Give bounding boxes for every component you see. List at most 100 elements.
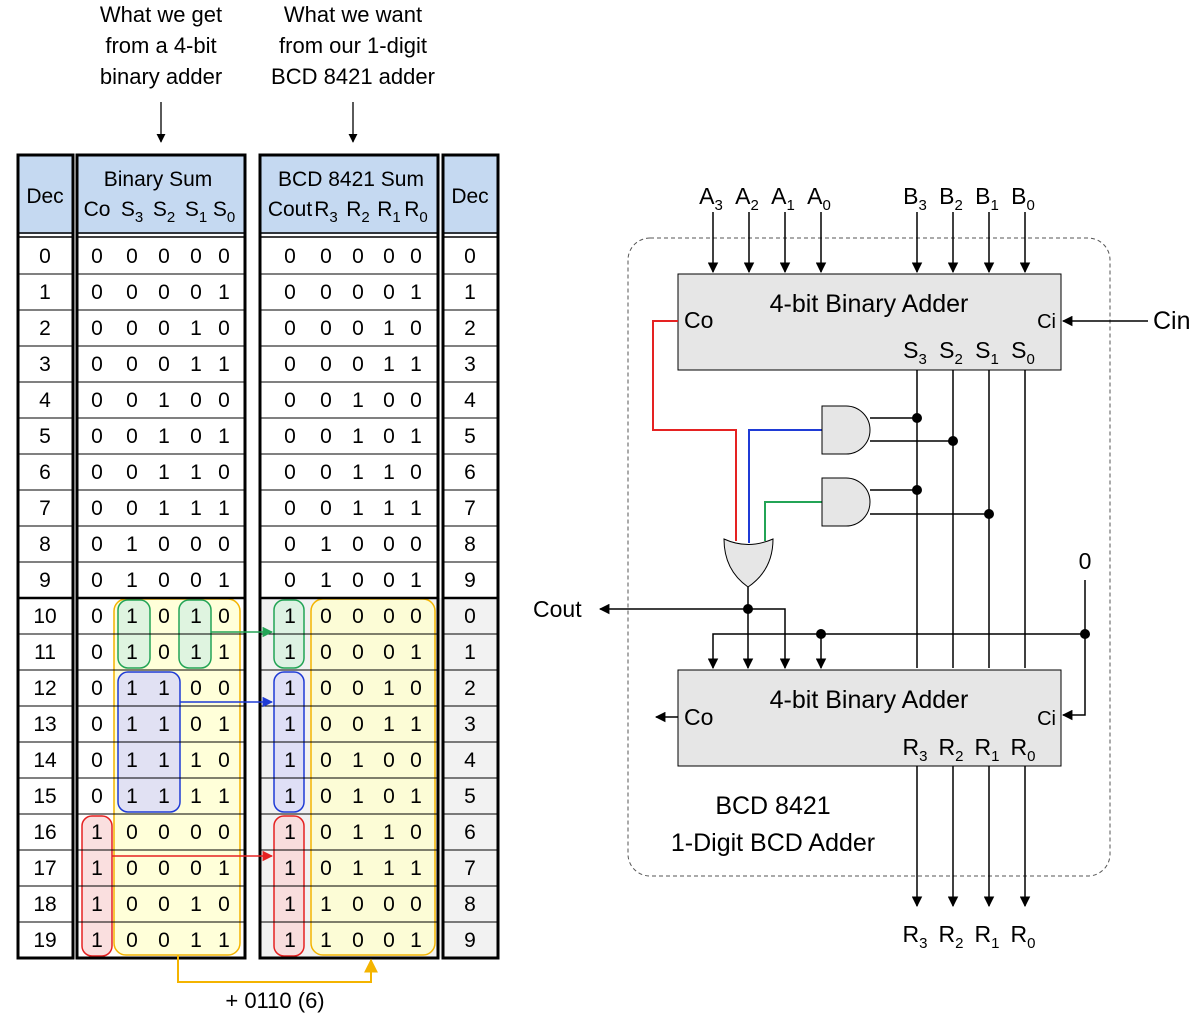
binary-bit-cell: 1 xyxy=(218,713,230,736)
bcd-bit-cell: 0 xyxy=(352,281,364,304)
binary-bit-cell: 0 xyxy=(218,749,230,772)
bcd-bit-cell: 0 xyxy=(320,785,332,808)
bcd-dec-cell: 6 xyxy=(464,821,476,844)
binary-bit-cell: 1 xyxy=(218,857,230,880)
bcd-bit-cell: 0 xyxy=(352,353,364,376)
wire-junction-dot xyxy=(984,509,994,519)
binary-bit-cell: 1 xyxy=(158,425,170,448)
bcd-bit-cell: 1 xyxy=(284,821,296,844)
bcd-bit-cell: 0 xyxy=(320,461,332,484)
bcd-bit-cell: 0 xyxy=(320,245,332,268)
binary-bit-cell: 1 xyxy=(91,929,103,952)
binary-bit-cell: 1 xyxy=(158,461,170,484)
bcd-bit-cell: 0 xyxy=(383,605,395,628)
binary-bit-cell: 0 xyxy=(190,245,202,268)
binary-bit-cell: 0 xyxy=(218,605,230,628)
bcd-bit-cell: 0 xyxy=(410,605,422,628)
table-section-frame xyxy=(258,153,440,960)
bcd-bit-cell: 0 xyxy=(284,389,296,412)
bcd-bit-cell: 1 xyxy=(284,605,296,628)
table-header-cell xyxy=(260,155,438,234)
dec-cell: 0 xyxy=(39,245,51,268)
binary-bit-cell: 0 xyxy=(91,425,103,448)
or-to-adder2-wire xyxy=(748,608,791,670)
bcd-bit-cell: 1 xyxy=(352,749,364,772)
final-output-label: R2 xyxy=(939,921,964,952)
binary-bit-cell: 1 xyxy=(218,353,230,376)
adder-1-sum-pin: S1 xyxy=(975,337,999,368)
block-label-line: 1-Digit BCD Adder xyxy=(671,829,875,857)
binary-bit-cell: 0 xyxy=(190,425,202,448)
binary-bit-cell: 0 xyxy=(218,317,230,340)
bcd-bit-cell: 0 xyxy=(352,641,364,664)
binary-bit-cell: 1 xyxy=(190,641,202,664)
binary-bit-cell: 0 xyxy=(190,713,202,736)
binary-bit-cell: 1 xyxy=(126,605,138,628)
input-b-label: B1 xyxy=(975,183,999,214)
bcd-bit-cell: 1 xyxy=(284,929,296,952)
bcd-bit-cell: 0 xyxy=(383,425,395,448)
bcd-adder-circuit: 4-bit Binary Adder Co Ci 4-bit Binary Ad… xyxy=(533,183,1191,952)
dec-cell: 16 xyxy=(33,821,56,844)
binary-adder-1-title: 4-bit Binary Adder xyxy=(770,290,969,318)
bcd-bit-cell: 1 xyxy=(320,893,332,916)
binary-bit-cell: 0 xyxy=(126,893,138,916)
bcd-bit-cell: 0 xyxy=(320,497,332,520)
adder-2-result-pin: R2 xyxy=(939,734,964,765)
bcd-bit-cell: 0 xyxy=(284,533,296,556)
table-section-frame xyxy=(16,153,75,960)
binary-bit-cell: 0 xyxy=(91,713,103,736)
caption-bcd-adder: What we want from our 1-digit BCD 8421 a… xyxy=(271,2,435,143)
binary-bit-cell: 0 xyxy=(218,461,230,484)
wire-junction-dot xyxy=(912,413,922,423)
dec-cell: 13 xyxy=(33,713,56,736)
binary-bit-cell: 0 xyxy=(91,317,103,340)
binary-bit-cell: 1 xyxy=(91,893,103,916)
bcd-bit-cell: 0 xyxy=(284,497,296,520)
bcd-dec-cell: 5 xyxy=(464,425,476,448)
bcd-bit-cell: 0 xyxy=(284,353,296,376)
bcd-bit-cell: 1 xyxy=(410,857,422,880)
bcd-bit-cell: 0 xyxy=(284,461,296,484)
binary-bit-cell: 1 xyxy=(190,749,202,772)
binary-bit-cell: 0 xyxy=(91,533,103,556)
binary-bit-cell: 0 xyxy=(126,929,138,952)
and2-to-or-wire xyxy=(764,501,822,541)
binary-bit-cell: 0 xyxy=(158,281,170,304)
caption-right-line: What we want xyxy=(284,2,422,27)
bcd-dec-cell: 4 xyxy=(464,749,476,772)
bcd-bit-cell: 0 xyxy=(352,713,364,736)
binary-bit-cell: 0 xyxy=(158,893,170,916)
bcd-bit-cell: 1 xyxy=(352,461,364,484)
table-section-frame xyxy=(75,153,247,960)
final-output-label: R0 xyxy=(1011,921,1036,952)
bcd-dec-cell: 3 xyxy=(464,713,476,736)
bcd-dec-header: Dec xyxy=(451,185,488,208)
bcd-adder-block-outline xyxy=(627,237,1111,877)
bcd-bit-cell: 0 xyxy=(352,569,364,592)
bcd-bit-cell: 0 xyxy=(352,677,364,700)
bcd-bit-cell: 1 xyxy=(352,389,364,412)
dec-cell: 19 xyxy=(33,929,56,952)
dec-cell: 6 xyxy=(39,461,51,484)
binary-bit-cell: 0 xyxy=(126,389,138,412)
bcd-dec-cell: 1 xyxy=(464,641,476,664)
circuit-wires xyxy=(598,212,1148,908)
bcd-bit-cell: 1 xyxy=(284,677,296,700)
adder-2-result-pin: R3 xyxy=(903,734,928,765)
bcd-bit-cell: 1 xyxy=(410,641,422,664)
bcd-bit-cell: 0 xyxy=(320,713,332,736)
adder-2-result-pin: R0 xyxy=(1011,734,1036,765)
bcd-bit-cell: 0 xyxy=(320,605,332,628)
adder-1-co-pin: Co xyxy=(684,307,713,333)
bcd-bit-cell: 1 xyxy=(320,929,332,952)
table-header-cell xyxy=(77,155,245,234)
bcd-bit-cell: 0 xyxy=(284,425,296,448)
binary-bit-cell: 0 xyxy=(126,425,138,448)
or-gate xyxy=(723,538,774,588)
caption-left-line: from a 4-bit xyxy=(105,33,216,58)
dec-cell: 1 xyxy=(39,281,51,304)
bcd-dec-cell: 6 xyxy=(464,461,476,484)
binary-bit-cell: 0 xyxy=(158,569,170,592)
